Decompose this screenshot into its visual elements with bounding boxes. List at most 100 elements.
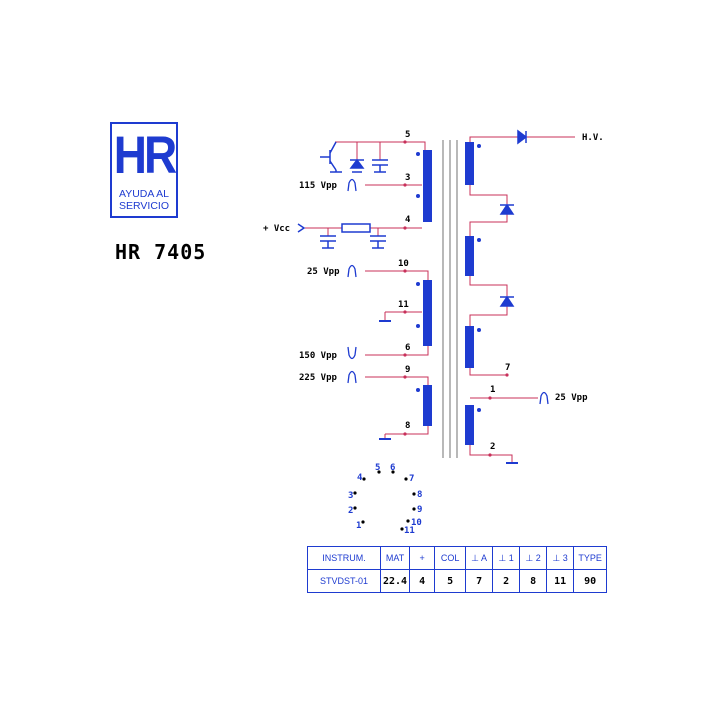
socket-label-4: 4 xyxy=(357,473,363,483)
pulse-225 xyxy=(347,370,357,384)
socket-dot-1 xyxy=(361,520,365,524)
junction-pin11 xyxy=(403,310,407,314)
vcc-capacitor-2 xyxy=(370,235,386,249)
value-col: 5 xyxy=(434,569,467,593)
header-ground-2: ⊥ 2 xyxy=(519,546,548,570)
pulse-115 xyxy=(347,178,357,192)
junction-dots xyxy=(403,140,509,457)
junction-pin8 xyxy=(403,432,407,436)
wire-hv-diode2 xyxy=(469,276,508,326)
socket-dot-7 xyxy=(404,477,408,481)
dot-w3 xyxy=(416,388,420,392)
value-instrum: STVDST-01 xyxy=(307,569,381,593)
voltage-labels: H.V. + Vcc 115 Vpp 25 Vpp 150 Vpp 225 Vp… xyxy=(263,133,604,403)
socket-dot-11 xyxy=(400,527,404,531)
winding-aux-1 xyxy=(423,280,432,346)
dot-hv3 xyxy=(477,328,481,332)
socket-dot-2 xyxy=(353,506,357,510)
damper-diode xyxy=(349,158,365,169)
diode-chain-2 xyxy=(499,295,515,307)
waveform-symbols xyxy=(347,178,549,405)
label-25vpp-b: 25 Vpp xyxy=(555,393,588,403)
header-type: TYPE xyxy=(573,546,608,570)
socket-label-9: 9 xyxy=(417,505,422,515)
model-number: HR 7405 xyxy=(115,240,207,264)
pulse-25a xyxy=(347,264,357,278)
winding-hv-1 xyxy=(465,142,474,185)
socket-dot-9 xyxy=(412,507,416,511)
label-115vpp: 115 Vpp xyxy=(299,181,338,191)
wires xyxy=(305,136,575,462)
label-225vpp: 225 Vpp xyxy=(299,373,338,383)
pin-labels: 5 3 4 10 11 6 9 8 7 1 2 xyxy=(398,130,510,452)
label-150vpp: 150 Vpp xyxy=(299,351,338,361)
hr-logo: HR AYUDA AL SERVICIO xyxy=(110,122,178,218)
socket-dot-6 xyxy=(391,470,395,474)
windings xyxy=(423,142,474,445)
dot-hv1 xyxy=(477,144,481,148)
winding-primary xyxy=(423,150,432,222)
dot-w2a xyxy=(416,282,420,286)
header-mat: MAT xyxy=(379,546,411,570)
transistor-ground xyxy=(330,170,342,173)
dot-w2b xyxy=(416,324,420,328)
vcc-capacitor-1 xyxy=(320,235,336,249)
pin-label-7: 7 xyxy=(505,363,510,373)
pin-label-11: 11 xyxy=(398,300,409,310)
wire-pin6 xyxy=(365,346,429,356)
logo-line-1: AYUDA AL xyxy=(119,188,169,200)
wire-hv xyxy=(469,136,575,142)
dot-hv2 xyxy=(477,238,481,242)
pulse-25b xyxy=(539,391,549,405)
pin-label-4: 4 xyxy=(405,215,411,225)
pin-label-9: 9 xyxy=(405,365,410,375)
logo-line-2: SERVICIO xyxy=(119,200,169,212)
value-ground-a: 7 xyxy=(465,569,494,593)
header-ground-a: ⊥ A xyxy=(465,546,494,570)
label-vcc: + Vcc xyxy=(263,224,290,234)
socket-label-3: 3 xyxy=(348,491,353,501)
junction-pin1 xyxy=(488,396,492,400)
junction-pin4 xyxy=(403,226,407,230)
pin-label-2: 2 xyxy=(490,442,495,452)
dot-w1b xyxy=(416,194,420,198)
tuning-capacitor xyxy=(372,159,388,173)
pin-label-5: 5 xyxy=(405,130,410,140)
socket-dot-3 xyxy=(353,491,357,495)
socket-dot-10 xyxy=(406,519,410,523)
vcc-resistor xyxy=(341,223,371,233)
pulse-150 xyxy=(347,346,357,360)
pin-label-10: 10 xyxy=(398,259,409,269)
value-plus: 4 xyxy=(409,569,436,593)
winding-aux-2 xyxy=(423,385,432,426)
header-instrum: INSTRUM. xyxy=(307,546,381,570)
header-ground-1: ⊥ 1 xyxy=(492,546,521,570)
pin-label-6: 6 xyxy=(405,343,410,353)
header-ground-3: ⊥ 3 xyxy=(546,546,575,570)
socket-label-8: 8 xyxy=(417,490,422,500)
diode-hv-output xyxy=(517,129,528,145)
label-25vpp-a: 25 Vpp xyxy=(307,267,340,277)
value-ground-3: 11 xyxy=(546,569,575,593)
junction-pin5 xyxy=(403,140,407,144)
junction-pin7 xyxy=(505,373,509,377)
logo-letters: HR xyxy=(113,124,177,185)
wire-pin5-branch xyxy=(356,142,381,160)
spec-table-header-row: INSTRUM. MAT + COL ⊥ A ⊥ 1 ⊥ 2 ⊥ 3 TYPE xyxy=(307,546,608,570)
wire-pin10 xyxy=(365,270,429,280)
value-mat: 22.4 xyxy=(379,569,411,593)
socket-label-2: 2 xyxy=(348,506,353,516)
transformer-core xyxy=(442,140,458,458)
winding-hv-3 xyxy=(465,326,474,368)
junction-pin9 xyxy=(403,375,407,379)
wire-pin5 xyxy=(335,141,426,150)
diode-chain-1 xyxy=(499,203,515,215)
label-hv: H.V. xyxy=(582,133,604,143)
junction-pin6 xyxy=(403,353,407,357)
wire-pin11 xyxy=(384,311,422,320)
socket-dot-4 xyxy=(362,477,366,481)
logo-subtitle: AYUDA AL SERVICIO xyxy=(112,188,176,212)
socket-dot-8 xyxy=(412,492,416,496)
spec-table-value-row: STVDST-01 22.4 4 5 7 2 8 11 90 xyxy=(307,569,608,593)
socket-label-6: 6 xyxy=(390,463,395,473)
